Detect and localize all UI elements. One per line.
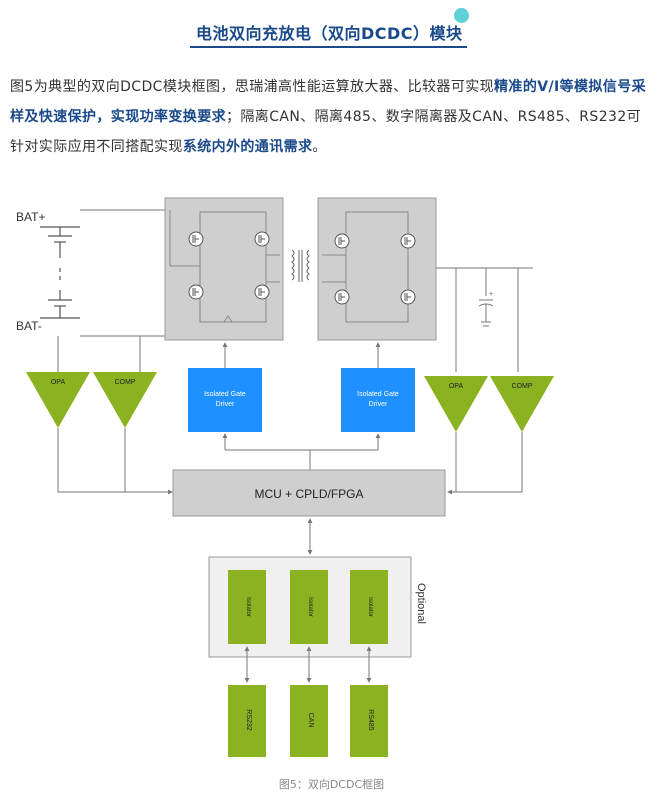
rs485-label: RS485: [367, 709, 374, 731]
header: 电池双向充放电（双向DCDC）模块: [0, 0, 663, 60]
left-gate-driver-label-1: Isolated Gate: [204, 391, 246, 398]
left-gate-driver-label-2: Driver: [216, 401, 235, 408]
para-highlight-1: 精准的V/I等模拟信号采样及快速保护，实现功率变换要求: [10, 79, 646, 125]
left-comp-label: COMP: [115, 379, 136, 386]
left-comp: COMP: [93, 372, 157, 428]
isolator-1-label: Isolator: [245, 597, 251, 617]
isolator-1: Isolator: [228, 570, 266, 644]
right-gate-driver-label-2: Driver: [369, 401, 388, 408]
left-bridge-block: [164, 197, 284, 341]
right-comp: COMP: [490, 376, 554, 432]
section-title: 电池双向充放电（双向DCDC）模块: [196, 24, 463, 43]
interface-links: [244, 646, 372, 683]
left-opa: OPA: [26, 372, 90, 428]
can-label: CAN: [307, 713, 314, 728]
right-gate-driver: [341, 368, 415, 432]
isolator-2: Isolator: [290, 570, 328, 644]
isolator-2-label: Isolator: [307, 597, 313, 617]
para-text-1: 图5为典型的双向DCDC模块框图，思瑞浦高性能运算放大器、比较器可实现: [10, 79, 495, 95]
rs232-label: RS232: [245, 709, 252, 731]
mosfet-icon: [400, 233, 416, 249]
right-gate-driver-label-1: Isolated Gate: [357, 391, 399, 398]
right-opa-label: OPA: [449, 383, 464, 390]
mcu-block: [172, 469, 446, 517]
rs485-block: RS485: [350, 685, 388, 757]
mosfet-icon: [254, 284, 270, 300]
mosfet-icon: [400, 289, 416, 305]
sense-lines: [57, 428, 523, 495]
isolator-3-label: Isolator: [367, 597, 373, 617]
transformer-icon: [291, 249, 310, 282]
mosfet-icon: [334, 289, 350, 305]
optional-label: Optional: [415, 583, 427, 624]
right-bridge-wiring: [322, 211, 409, 323]
description-paragraph: 图5为典型的双向DCDC模块框图，思瑞浦高性能运算放大器、比较器可实现精准的V/…: [10, 72, 655, 162]
right-opa: OPA: [424, 376, 488, 432]
bat-plus-label: BAT+: [16, 210, 45, 224]
left-gate-driver: [188, 368, 262, 432]
left-bridge-wiring: [169, 210, 280, 323]
para-text-3: 。: [312, 139, 327, 155]
decorative-dot: [454, 8, 469, 23]
figure-caption: 图5：双向DCDC框图: [278, 778, 385, 791]
para-text-2: ；隔离CAN、隔离485、数字隔离器及CAN、RS485、RS232可针对实际应…: [10, 109, 642, 155]
mosfet-icon: [188, 284, 204, 300]
bat-minus-label: BAT-: [16, 319, 42, 333]
right-bridge-block: [317, 197, 437, 341]
can-block: CAN: [290, 685, 328, 757]
rs232-block: RS232: [228, 685, 266, 757]
mosfet-icon: [254, 231, 270, 247]
output-bus: [436, 267, 533, 372]
isolator-3: Isolator: [350, 570, 388, 644]
right-comp-label: COMP: [512, 383, 533, 390]
mcu-label: MCU + CPLD/FPGA: [254, 487, 363, 501]
mosfet-icon: [188, 231, 204, 247]
driver-arrows: [222, 342, 381, 470]
para-highlight-2: 系统内外的通讯需求: [182, 139, 313, 155]
mosfet-icon: [334, 233, 350, 249]
capacitor-plus-label: +: [489, 291, 493, 298]
battery: [40, 226, 80, 319]
title-underline: [190, 46, 467, 48]
left-opa-label: OPA: [51, 379, 66, 386]
